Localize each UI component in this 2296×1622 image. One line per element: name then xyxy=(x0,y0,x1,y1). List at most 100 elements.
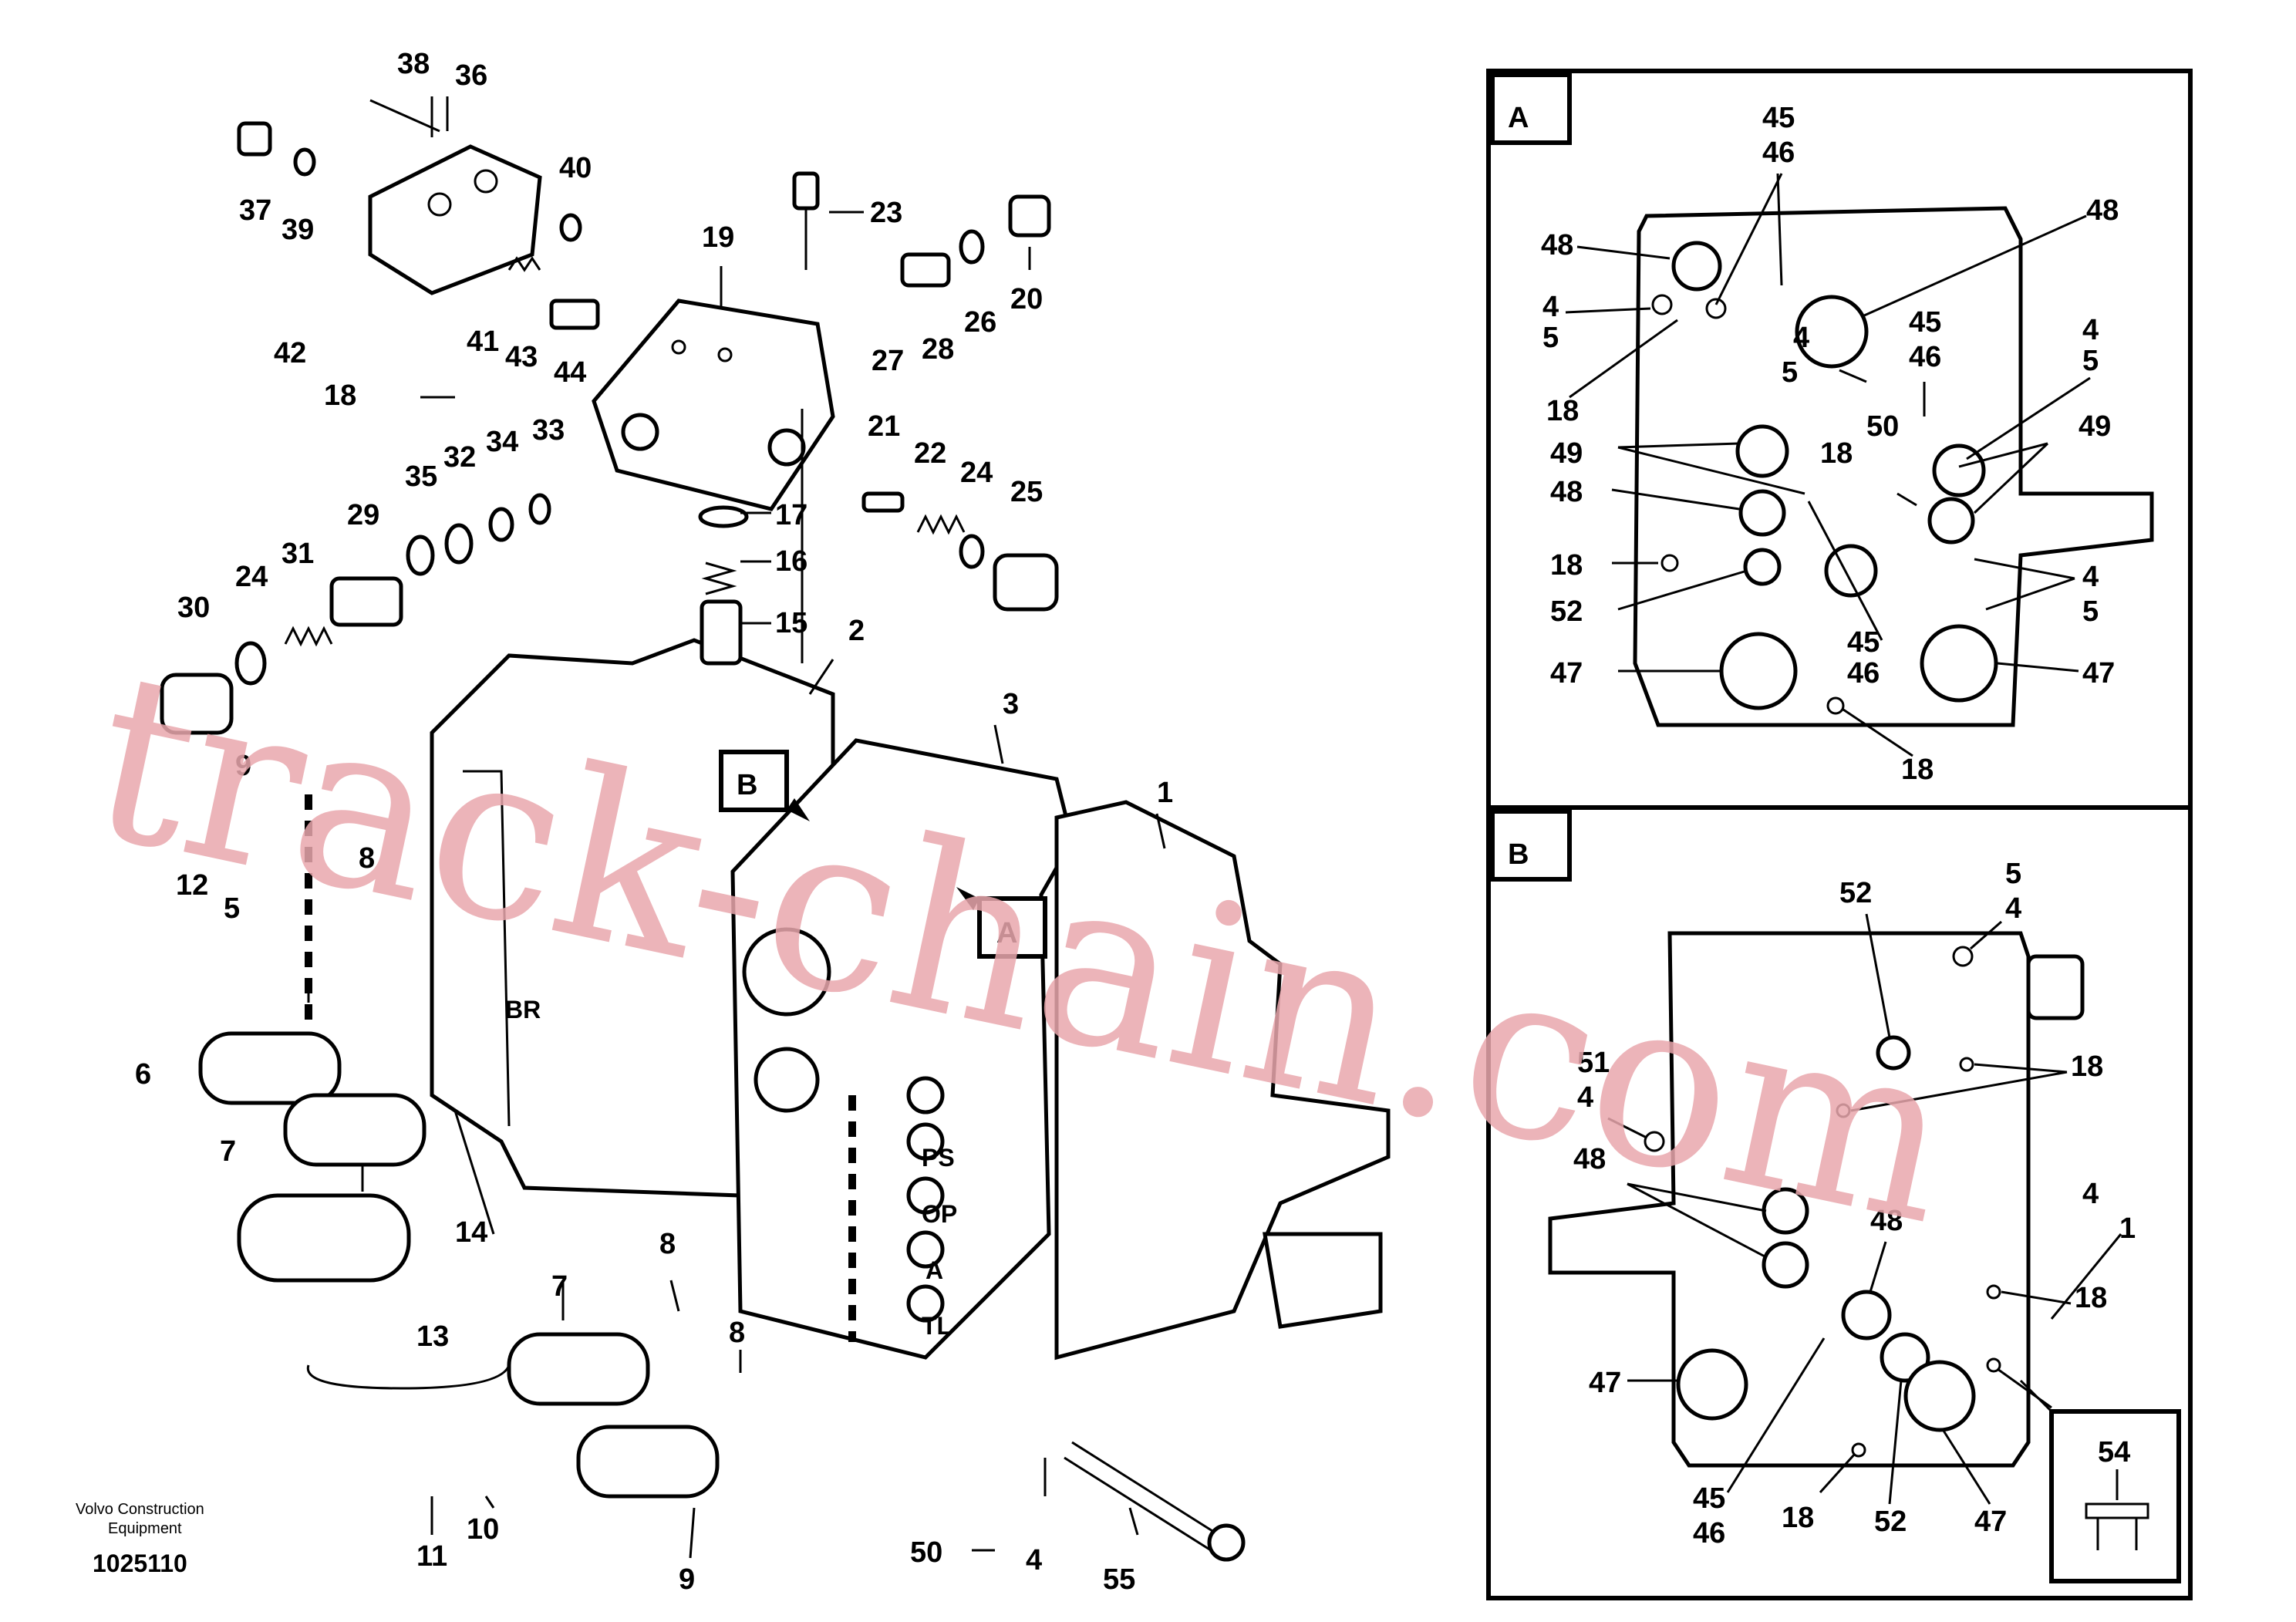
callout-25: 25 xyxy=(1010,476,1043,508)
svg-text:52: 52 xyxy=(1550,595,1583,628)
detail-b-callouts: 52 5 4 18 51 4 48 4 1 48 18 47 45 46 18 … xyxy=(1573,858,2136,1549)
callout-numbers-main: 38 36 37 39 40 42 18 41 43 44 19 23 20 2… xyxy=(135,48,1173,1596)
svg-text:46: 46 xyxy=(1847,657,1880,690)
callout-8-mid: 8 xyxy=(659,1228,676,1260)
callout-20: 20 xyxy=(1010,283,1043,315)
callout-16: 16 xyxy=(775,545,807,578)
callout-39: 39 xyxy=(282,214,314,246)
callout-38: 38 xyxy=(397,48,430,80)
callout-7-left: 7 xyxy=(220,1135,236,1168)
svg-text:48: 48 xyxy=(1870,1205,1903,1237)
svg-text:48: 48 xyxy=(1541,229,1573,261)
port-mark-tl: TL xyxy=(922,1312,952,1340)
svg-text:47: 47 xyxy=(1589,1367,1621,1399)
svg-text:52: 52 xyxy=(1874,1506,1907,1538)
callout-26: 26 xyxy=(964,306,996,339)
callout-55: 55 xyxy=(1103,1563,1135,1596)
detail-a-tag: A xyxy=(1508,102,1529,134)
svg-text:47: 47 xyxy=(1550,657,1583,690)
svg-text:4: 4 xyxy=(2082,561,2099,593)
detail-marker-a: A xyxy=(956,887,1047,959)
detail-b-tag: B xyxy=(1508,838,1529,871)
svg-text:5: 5 xyxy=(2082,345,2099,377)
svg-text:1: 1 xyxy=(2119,1212,2136,1245)
svg-text:45: 45 xyxy=(1847,626,1880,659)
callout-50: 50 xyxy=(910,1536,942,1569)
svg-text:46: 46 xyxy=(1693,1517,1725,1549)
callout-36: 36 xyxy=(455,59,487,92)
svg-text:45: 45 xyxy=(1762,102,1795,134)
callout-4-main: 4 xyxy=(1026,1544,1042,1576)
detail-marker-b: B xyxy=(719,750,810,821)
callout-19: 19 xyxy=(702,221,734,254)
callout-14: 14 xyxy=(455,1216,487,1249)
port-mark-br: BR xyxy=(505,996,541,1023)
svg-text:52: 52 xyxy=(1839,877,1872,909)
svg-text:4: 4 xyxy=(1577,1081,1593,1114)
callout-37: 37 xyxy=(239,194,271,227)
callout-1: 1 xyxy=(1157,777,1173,809)
svg-text:49: 49 xyxy=(2079,410,2111,443)
svg-text:18: 18 xyxy=(1546,395,1579,427)
callout-2: 2 xyxy=(848,615,865,647)
callout-31: 31 xyxy=(282,538,314,570)
callout-44: 44 xyxy=(554,356,586,389)
callout-43: 43 xyxy=(505,341,538,373)
callout-8-top: 8 xyxy=(359,842,375,875)
svg-text:48: 48 xyxy=(1550,476,1583,508)
callout-5: 5 xyxy=(224,892,240,925)
svg-text:45: 45 xyxy=(1693,1482,1725,1515)
callout-17: 17 xyxy=(775,499,807,531)
svg-text:45: 45 xyxy=(1909,306,1941,339)
credit-line-1: Volvo Construction xyxy=(76,1501,204,1518)
callout-24-left: 24 xyxy=(235,561,268,593)
svg-text:18: 18 xyxy=(2071,1050,2103,1083)
svg-text:51: 51 xyxy=(1577,1047,1610,1079)
callout-32: 32 xyxy=(443,441,476,474)
solenoid-block xyxy=(368,144,542,295)
detail-b-leaders xyxy=(1607,913,2122,1505)
callout-24-right: 24 xyxy=(960,457,993,489)
svg-text:46: 46 xyxy=(1762,137,1795,169)
callout-7-bottom: 7 xyxy=(551,1270,568,1303)
credit-line-2: Equipment xyxy=(108,1520,182,1537)
callout-10: 10 xyxy=(467,1513,499,1546)
callout-33: 33 xyxy=(532,414,565,447)
callout-8-bottom: 8 xyxy=(729,1317,745,1349)
callout-9-top: 9 xyxy=(235,750,251,782)
port-mark-op: OP xyxy=(922,1200,957,1228)
svg-text:18: 18 xyxy=(1820,437,1853,470)
svg-text:18: 18 xyxy=(1901,754,1934,786)
svg-text:48: 48 xyxy=(2086,194,2119,227)
svg-text:54: 54 xyxy=(2098,1436,2130,1469)
detail-panel-a: A xyxy=(1486,69,2193,810)
svg-text:5: 5 xyxy=(1782,356,1798,389)
callout-11: 11 xyxy=(416,1540,447,1573)
svg-text:18: 18 xyxy=(1782,1502,1814,1534)
detail-a-leaders xyxy=(1565,173,2091,757)
leader-lines xyxy=(307,96,1166,1559)
callout-27: 27 xyxy=(872,345,904,377)
svg-text:5: 5 xyxy=(1542,322,1559,354)
callout-41: 41 xyxy=(467,325,499,358)
callout-35: 35 xyxy=(405,460,437,493)
top-cover-block xyxy=(592,298,835,511)
svg-text:18: 18 xyxy=(2075,1282,2107,1314)
callout-6: 6 xyxy=(135,1058,151,1091)
callout-30: 30 xyxy=(177,592,210,624)
svg-text:47: 47 xyxy=(2082,657,2115,690)
svg-text:47: 47 xyxy=(1974,1506,2007,1538)
svg-text:4: 4 xyxy=(2005,892,2021,925)
port-column xyxy=(906,1076,945,1323)
svg-text:A: A xyxy=(996,917,1017,949)
callout-9-bottom: 9 xyxy=(679,1563,695,1596)
callout-42: 42 xyxy=(274,337,306,369)
svg-text:4: 4 xyxy=(1542,291,1559,323)
port-mark-a: A xyxy=(925,1256,943,1284)
callout-28: 28 xyxy=(922,333,954,366)
svg-text:4: 4 xyxy=(1793,322,1809,354)
svg-text:5: 5 xyxy=(2082,595,2099,628)
detail-54-inset: 54 xyxy=(2019,1379,2181,1583)
callout-40: 40 xyxy=(559,152,592,184)
